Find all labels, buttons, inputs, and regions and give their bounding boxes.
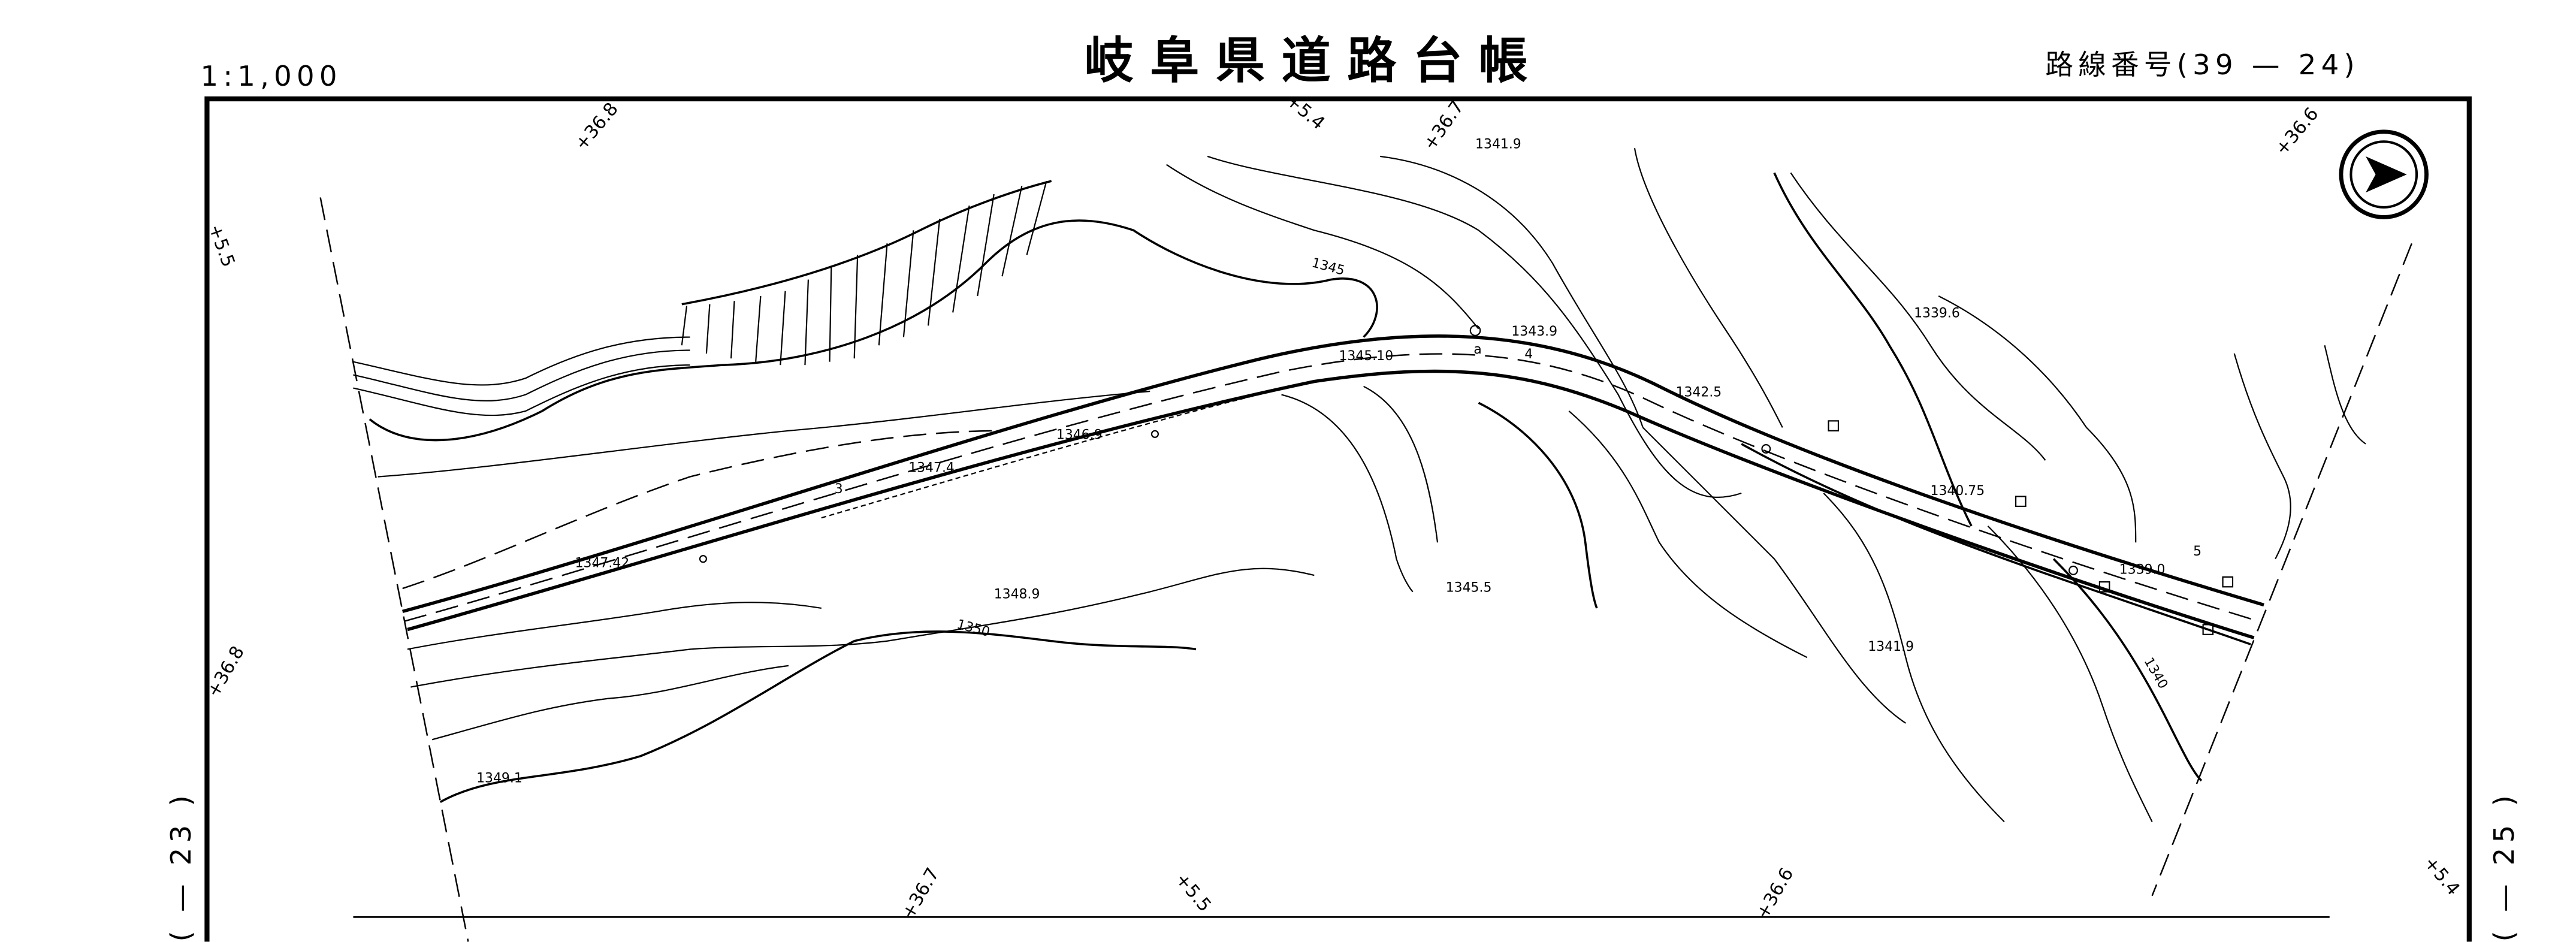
spot-height: 1341.9: [1475, 137, 1521, 152]
north-arrow-icon: [2339, 129, 2429, 219]
spot-height: 1342.5: [1676, 385, 1722, 400]
marker-label: 3: [835, 482, 843, 497]
marker-label: a: [1473, 342, 1481, 357]
spot-height: 1339.0: [2119, 562, 2166, 577]
spot-height: 1347.42: [575, 555, 630, 570]
spot-height: 1345.10: [1339, 349, 1393, 364]
map-frame: [204, 96, 2472, 942]
contour-label: 1350: [955, 617, 991, 640]
marker-label: 4: [1524, 347, 1533, 362]
spot-height: 1341.9: [1868, 639, 1914, 654]
spot-height: 1346.9: [1056, 428, 1103, 443]
spot-height: 1345.5: [1446, 581, 1492, 596]
station-labels: +36.8 +5.4 +36.7 +36.6 +5.5 +36.8 +36.7 …: [203, 90, 2464, 923]
spot-height: 1348.9: [994, 587, 1040, 602]
scale-label: 1:1,000: [200, 60, 342, 92]
sheet-ref-right: ( — 25 ): [2488, 790, 2520, 941]
spot-height: 1339.6: [1914, 306, 1960, 321]
contour-label: 1340: [2141, 655, 2171, 692]
contour-lines: [353, 148, 2366, 823]
station-label: +36.8: [571, 99, 623, 155]
spot-height: 1343.9: [1511, 324, 1557, 339]
station-label: +5.4: [2420, 853, 2464, 900]
station-label: +5.5: [1171, 869, 1215, 916]
spot-height: 1347.4: [908, 460, 955, 475]
spot-heights: 1341.9 1339.6 1343.9 1345.10 1342.5 1346…: [476, 137, 2165, 786]
road: [402, 334, 2264, 645]
route-number: 路線番号(39 — 24): [2045, 49, 2359, 81]
sheet-boundary-left: [319, 197, 469, 942]
station-label: +36.7: [898, 864, 943, 922]
manhole-icons: [699, 325, 2234, 635]
station-label: +36.8: [203, 642, 249, 701]
contour-label: 1345: [1310, 255, 1346, 279]
sheet-boundary-right: [2151, 243, 2412, 896]
station-label: +5.4: [1282, 90, 1329, 134]
spot-height: 1349.1: [476, 771, 523, 786]
station-label: +36.6: [1752, 864, 1798, 922]
sheet-ref-left: ( — 23 ): [165, 790, 197, 941]
map-title: 岐阜県道路台帳: [1085, 32, 1545, 89]
marker-label: 5: [2193, 544, 2201, 559]
slope-hachures: [681, 180, 1052, 366]
station-label: +36.7: [1420, 97, 1469, 155]
spot-height: 1340.75: [1931, 484, 1985, 499]
station-label: +36.6: [2271, 104, 2323, 159]
